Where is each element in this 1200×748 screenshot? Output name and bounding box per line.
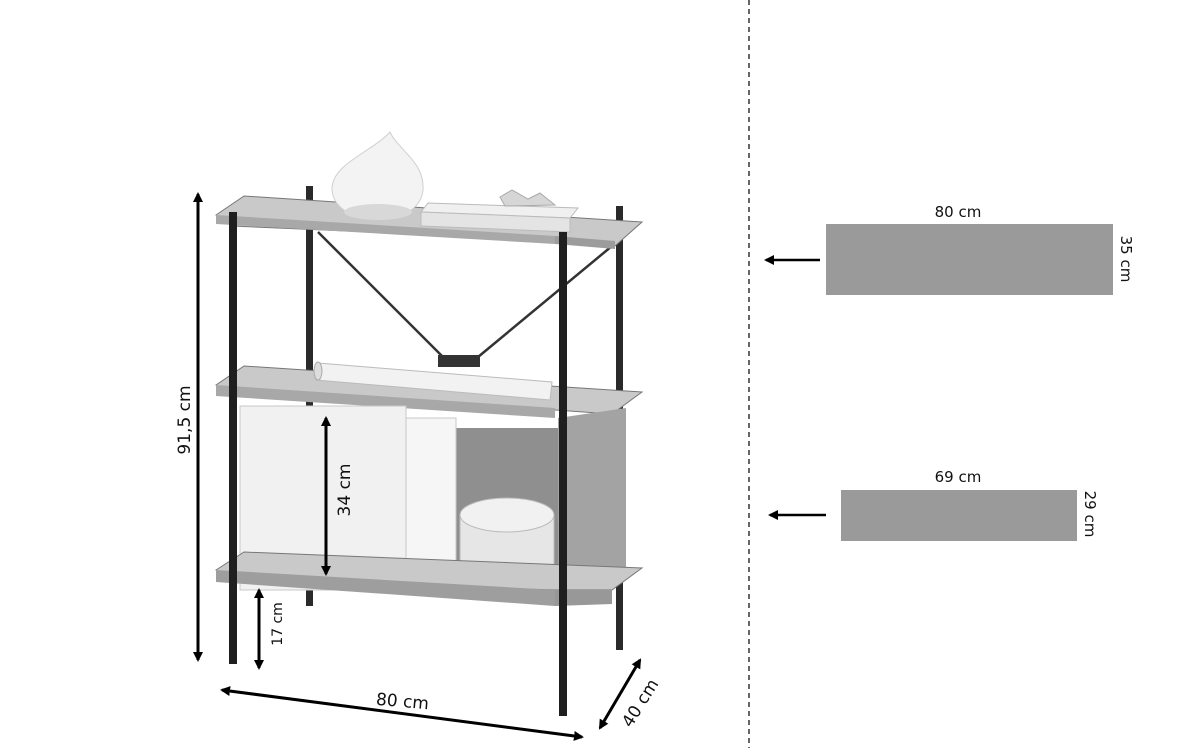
height-label: 91,5 cm: [175, 385, 195, 454]
front-right-post: [559, 232, 567, 716]
cross-brace: [317, 231, 613, 367]
top-shelf-rect: [826, 224, 1113, 295]
bottom-shelf-panel: 69 cm 29 cm: [768, 468, 1099, 541]
books: [420, 189, 580, 233]
shelf-unit-illustration: [215, 131, 644, 716]
front-left-post: [229, 212, 237, 664]
vase: [331, 131, 424, 220]
width-arrow-icon: [220, 686, 584, 741]
top-shelf-panel: 80 cm 35 cm: [764, 203, 1135, 295]
width-label: 80 cm: [375, 690, 429, 715]
rolled-poster: [313, 361, 553, 401]
bottom-shelf-depth-label: 29 cm: [1081, 491, 1099, 538]
dimension-arrows: [193, 192, 642, 741]
depth-arrow-icon: [598, 658, 642, 730]
top-shelf-depth-label: 35 cm: [1117, 236, 1135, 283]
top-shelf-width-label: 80 cm: [935, 203, 982, 221]
bottom-shelf-rect: [841, 490, 1077, 541]
bottom-shelf-width-label: 69 cm: [935, 468, 982, 486]
leg-height-label: 17 cm: [270, 602, 286, 646]
cabinet-height-label: 34 cm: [335, 464, 355, 517]
